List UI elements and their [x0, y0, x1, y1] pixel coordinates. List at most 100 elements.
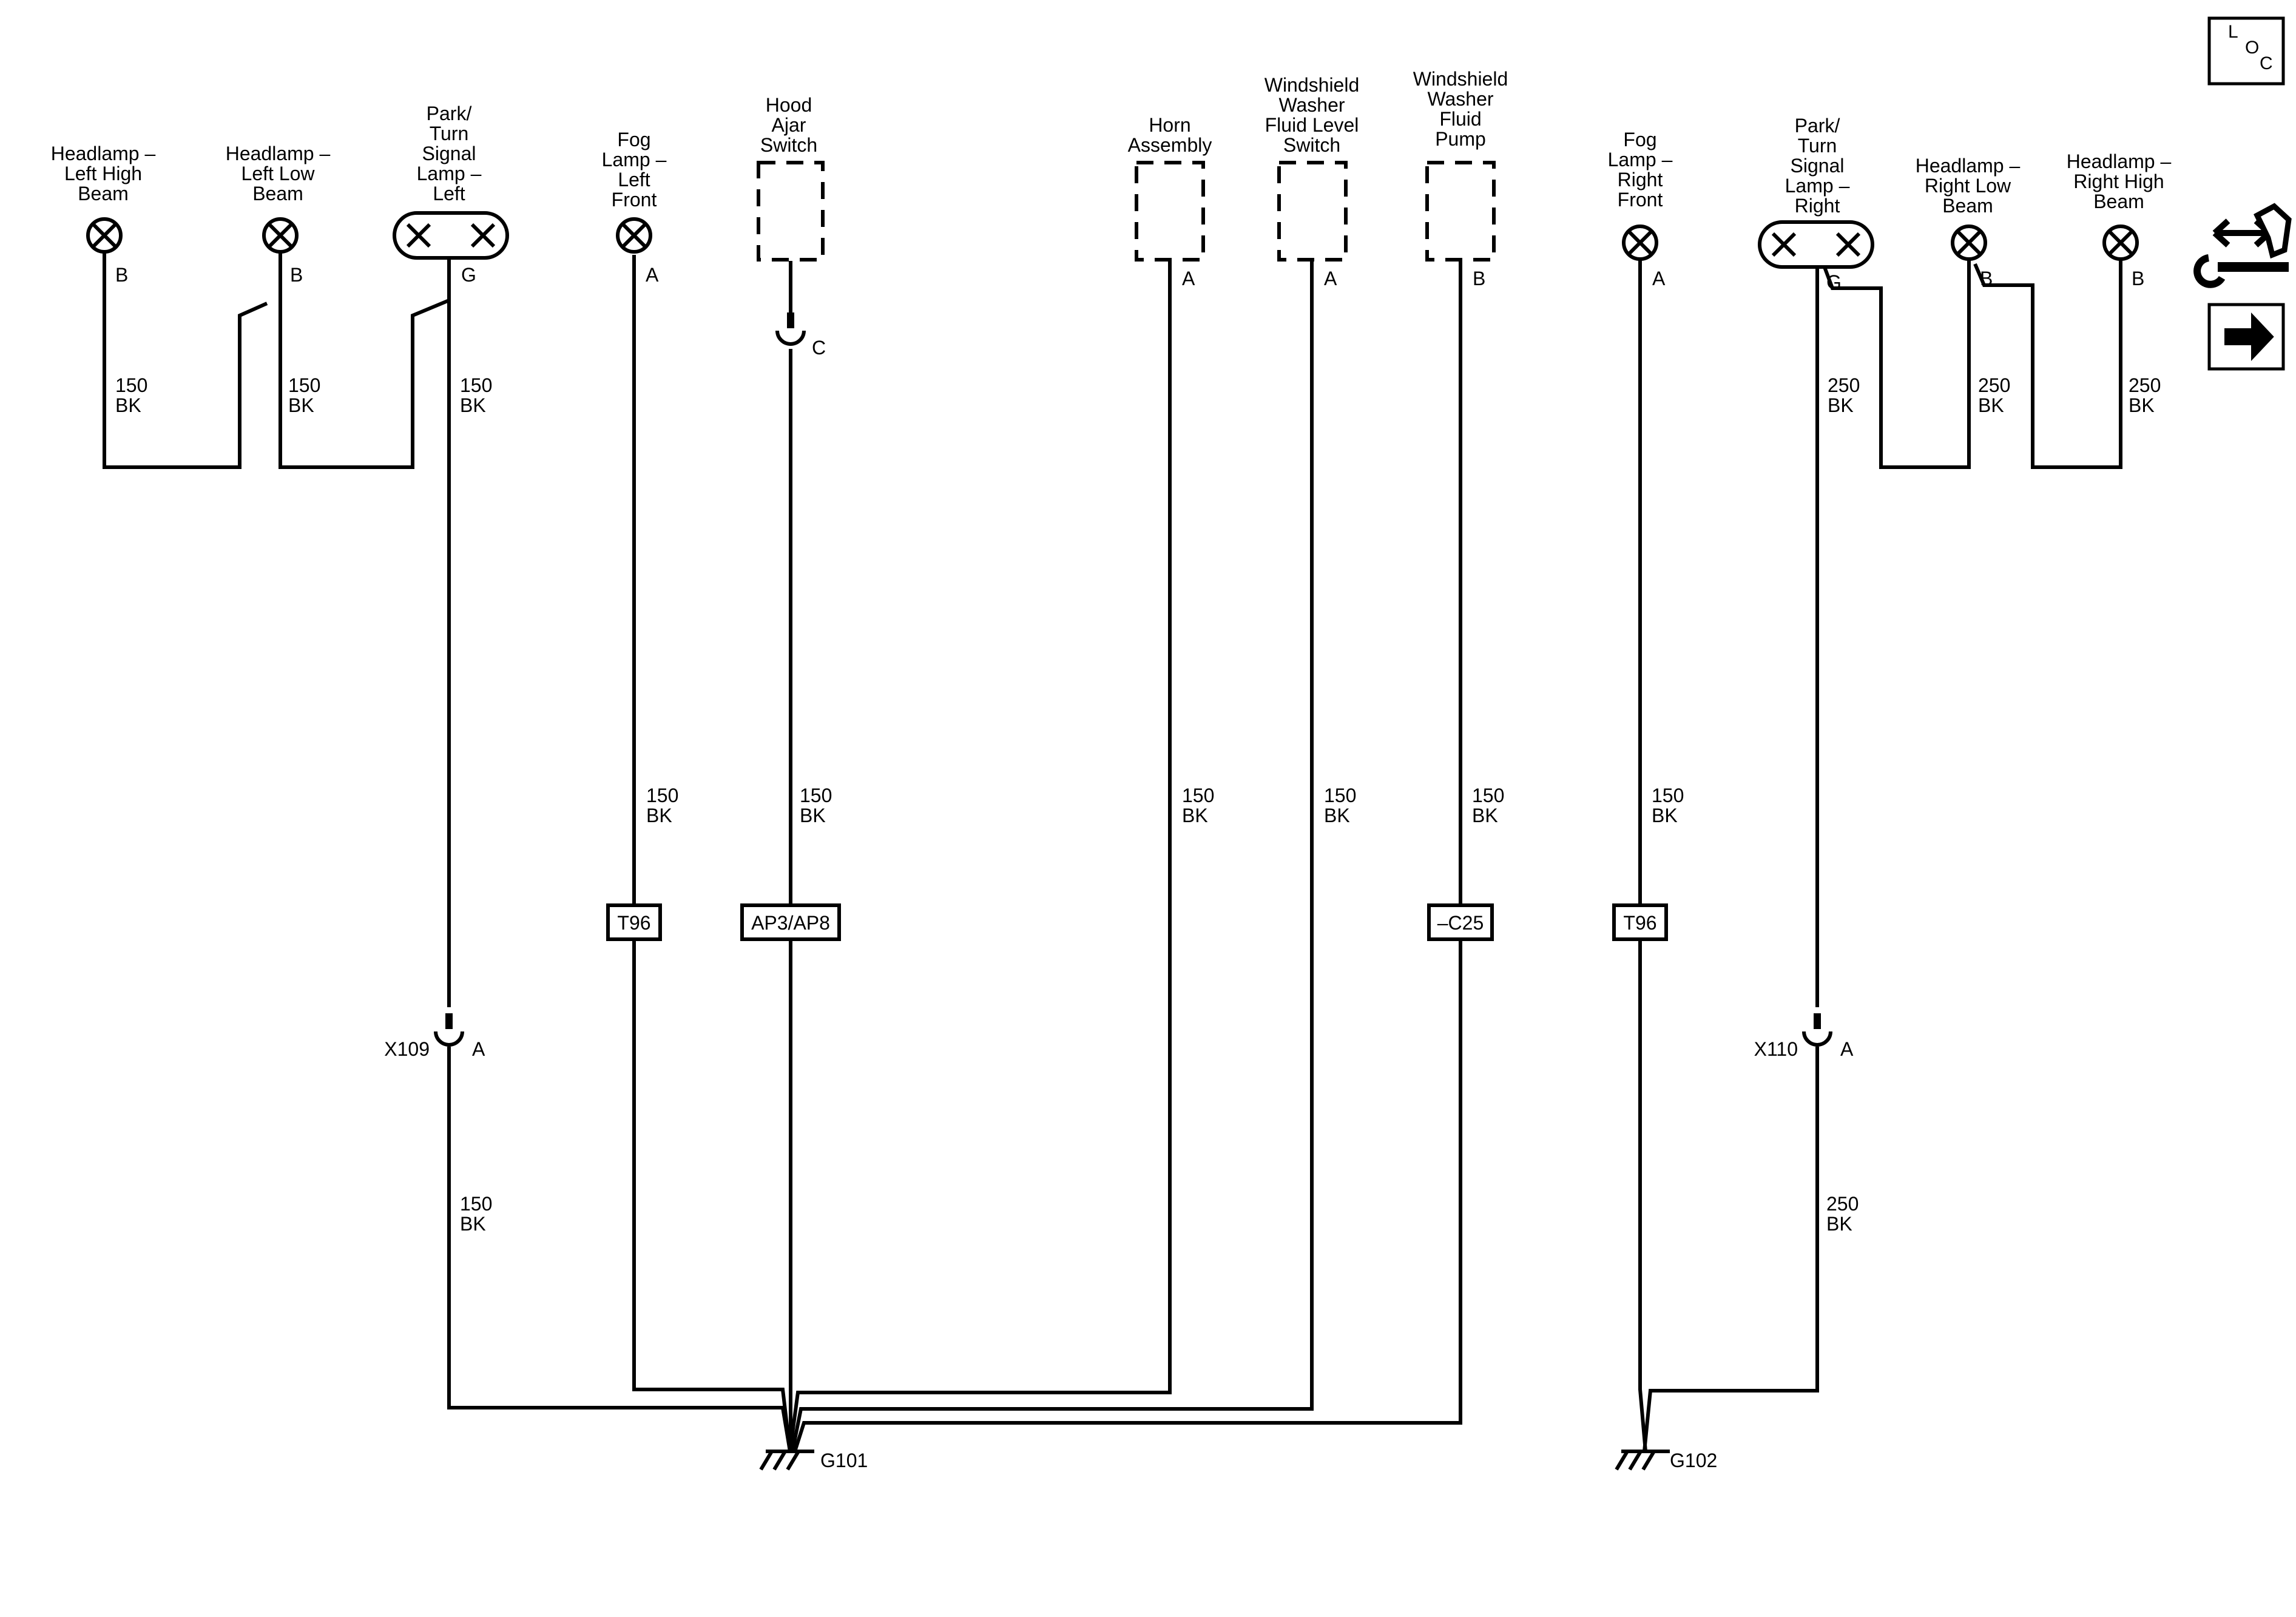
pin-label: B [2132, 268, 2144, 289]
park-turn-lamp-left-name-line: Lamp – [417, 163, 482, 184]
park-turn-lamp-right-name-line: Signal [1791, 155, 1845, 177]
option-box [1427, 903, 1494, 941]
option-fog-right: T96 [1612, 903, 1668, 941]
lamp-filament [406, 223, 431, 248]
wire-label-gauge: 150 [288, 374, 320, 396]
next-page-arrow-icon[interactable] [2207, 303, 2285, 371]
washer-level-switch-name-line: Switch [1283, 134, 1340, 156]
horn-assembly-box [1135, 161, 1205, 262]
wrench-jaw [2193, 254, 2226, 288]
headlamp-left-low-name-line: Beam [252, 183, 303, 204]
park-turn-lamp-left-name-line: Turn [430, 123, 469, 144]
pin-label: B [290, 264, 303, 286]
hood-ajar-switch-name-line: Ajar [772, 114, 806, 136]
wire-label-color: BK [1828, 394, 1854, 416]
wire-hl-left-low [279, 243, 450, 469]
horn-assembly-name-line: Horn [1149, 114, 1190, 136]
hood-ajar-switch-box [757, 161, 825, 262]
washer-level-switch-name-line: Washer [1278, 94, 1345, 116]
wire-label-gauge: 150 [1472, 785, 1504, 806]
headlamp-right-high-name-line: Right High [2073, 170, 2164, 192]
option-code: –C25 [1437, 912, 1484, 934]
wire-hl-right-high [1973, 255, 2122, 469]
headlamp-right-low-name-line: Right Low [1925, 175, 2011, 197]
washer-pump-name-line: Windshield [1413, 68, 1508, 90]
lamp-filament [92, 223, 117, 248]
lamp-filament [1835, 232, 1861, 257]
option-box [606, 903, 662, 941]
wire-label-color: BK [1978, 394, 2004, 416]
wire-washer-level [791, 261, 1314, 1452]
park-turn-lamp-right-name-line: Lamp – [1785, 175, 1850, 197]
option-fog-left: T96 [606, 903, 662, 941]
headlamp-left-low-name-line: Headlamp – [226, 143, 331, 164]
ground-hatch [1641, 1450, 1656, 1471]
ground-g101-label: G101 [820, 1450, 868, 1471]
wire-label-color: BK [1826, 1213, 1852, 1235]
fog-lamp-right-icon [1622, 224, 1658, 261]
wire-label-gauge: 150 [115, 374, 147, 396]
washer-level-switch-box [1277, 161, 1348, 262]
pin-label: A [1652, 268, 1666, 289]
loc-letter: L [2228, 22, 2238, 42]
wire-label-color: BK [1472, 805, 1498, 826]
double-arrow [2212, 218, 2272, 248]
washer-pump-name-line: Fluid [1439, 108, 1481, 130]
hood-ajar-switch-name-line: Switch [760, 134, 817, 156]
park-turn-lamp-left-name-line: Left [433, 183, 465, 204]
loc-letter: C [2260, 53, 2273, 73]
connector-pin [787, 312, 794, 328]
schematic-connector-icon[interactable] [2193, 203, 2292, 288]
lamp-filament [1627, 230, 1653, 255]
wire-label-gauge: 150 [1182, 785, 1214, 806]
pin-label: A [1324, 268, 1337, 289]
fog-lamp-left-icon [616, 217, 652, 254]
lamp-filament [268, 223, 293, 248]
lamp-filament [621, 223, 647, 248]
park-turn-lamp-left-icon [393, 211, 509, 260]
wire-label-gauge: 150 [1652, 785, 1684, 806]
fog-lamp-left-name-line: Left [618, 169, 650, 191]
headlamp-left-low-name-line: Left Low [241, 163, 316, 184]
ground-g102-icon [1615, 1450, 1670, 1471]
fog-lamp-left-name-line: Fog [617, 129, 650, 150]
lamp-filament [470, 223, 496, 248]
headlamp-right-low-name-line: Headlamp – [1916, 155, 2021, 177]
wire-label-gauge: 150 [1324, 785, 1356, 806]
arrow-shape [2224, 312, 2274, 362]
lamp-filament [2108, 230, 2133, 255]
wire-label-color: BK [1652, 805, 1678, 826]
pin-label: B [115, 264, 128, 286]
park-turn-lamp-right-name-line: Park/ [1795, 115, 1840, 137]
wire-label-color: BK [646, 805, 672, 826]
wire-label-gauge: 150 [460, 1193, 492, 1215]
headlamp-right-low-name-line: Beam [1942, 195, 1993, 217]
wire-label-gauge: 250 [2129, 374, 2161, 396]
wire-label-gauge: 250 [1826, 1193, 1859, 1215]
wire-label-color: BK [460, 394, 486, 416]
washer-pump-box [1425, 161, 1496, 262]
wire-label-color: BK [288, 394, 314, 416]
wire-label-color: BK [115, 394, 141, 416]
option-code: T96 [617, 912, 650, 934]
connector-pin [445, 1013, 453, 1029]
pin-label: A [472, 1038, 485, 1060]
option-code: AP3/AP8 [751, 912, 830, 934]
headlamp-left-high-name-line: Headlamp – [51, 143, 156, 164]
park-turn-lamp-right-name-line: Turn [1798, 135, 1837, 157]
loc-button[interactable]: LOC [2207, 16, 2285, 86]
wire-label-color: BK [800, 805, 826, 826]
headlamp-right-high-name-line: Headlamp – [2067, 150, 2172, 172]
connector-pin [1814, 1013, 1821, 1029]
pin-label: G [461, 264, 476, 286]
ground-g101-icon [759, 1450, 814, 1471]
lamp-body [1758, 220, 1874, 269]
wire-label-gauge: 150 [646, 785, 678, 806]
pin-label: A [1182, 268, 1195, 289]
wire-horn [788, 261, 1172, 1452]
connector-x109-label: X109 [384, 1038, 430, 1060]
pin-label: B [1473, 268, 1485, 289]
headlamp-right-low-icon [1951, 224, 1987, 261]
park-turn-lamp-left-name-line: Park/ [427, 103, 472, 124]
ground-hatch [759, 1450, 774, 1471]
